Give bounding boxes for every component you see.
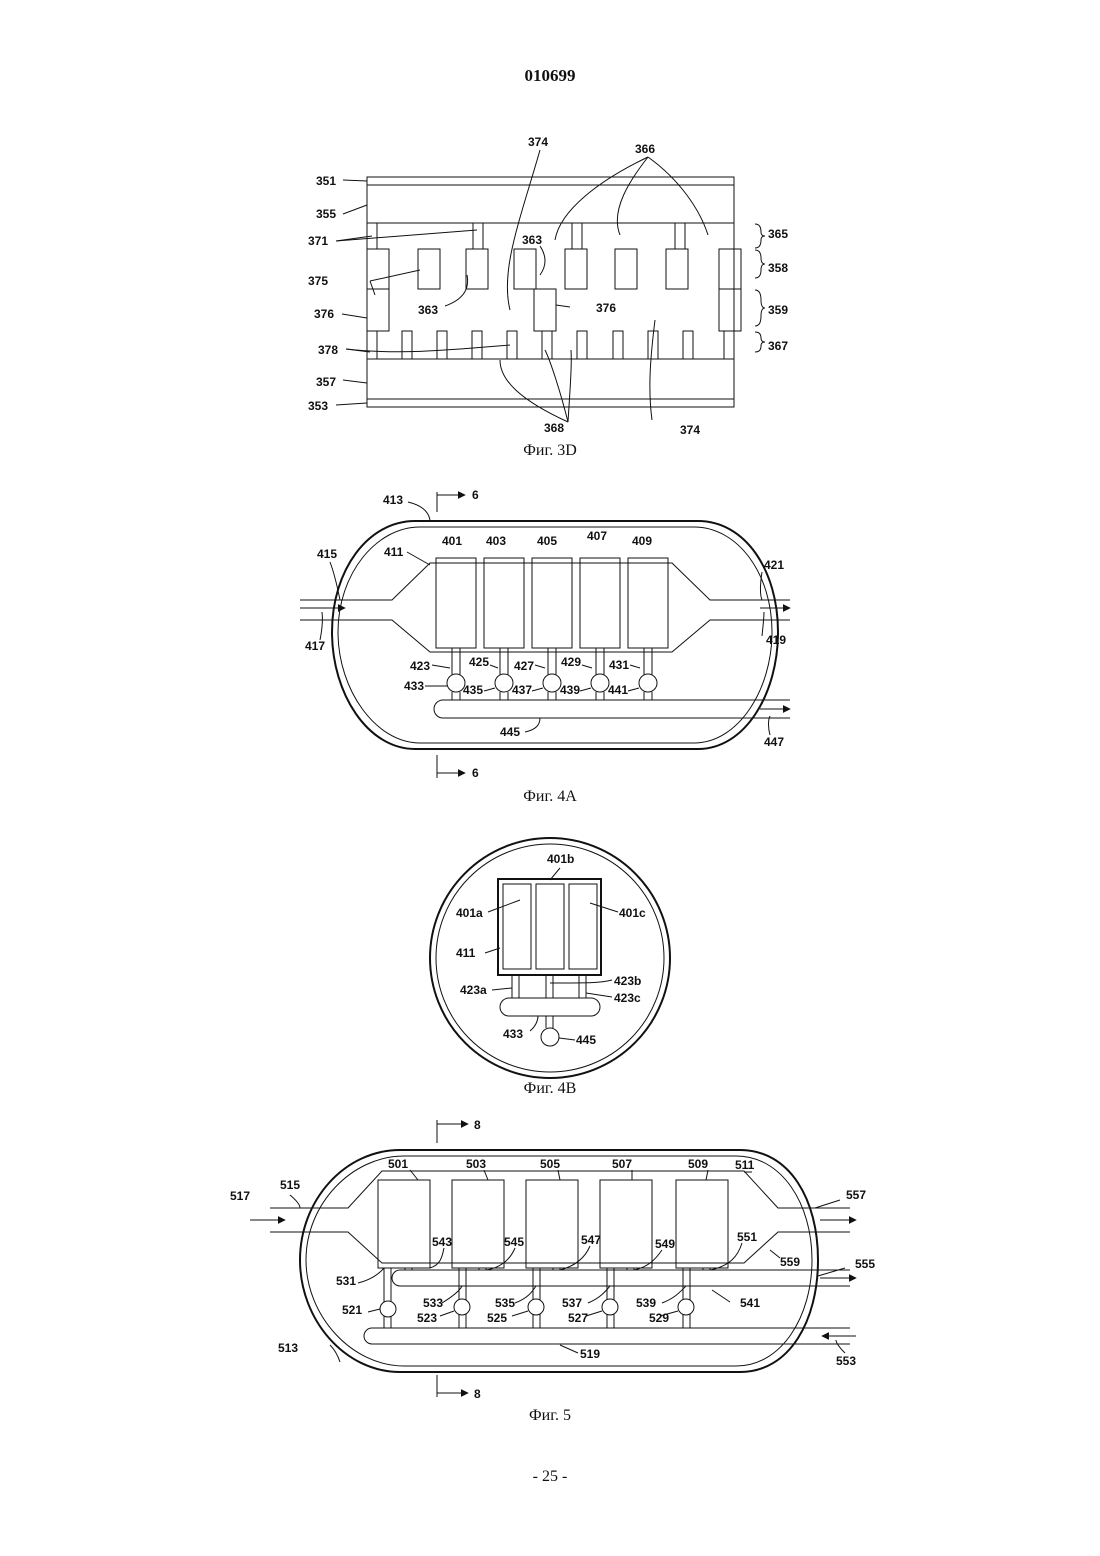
label-435: 435 — [463, 683, 483, 697]
label-375: 375 — [308, 274, 328, 288]
label-413: 413 — [383, 493, 403, 507]
label-417: 417 — [305, 639, 325, 653]
document-number: 010699 — [0, 66, 1100, 86]
label-437: 437 — [512, 683, 532, 697]
label-543: 543 — [432, 1235, 452, 1249]
label-531: 531 — [336, 1274, 356, 1288]
figure-4a-drawing: 413 6 411 401 403 405 407 409 415 421 41… — [0, 485, 1100, 785]
label-367: 367 — [768, 339, 788, 353]
label-433: 433 — [503, 1027, 523, 1041]
label-407: 407 — [587, 529, 607, 543]
fig3d-reference-labels: 374 366 351 355 371 363 365 375 358 363 … — [308, 135, 788, 437]
figure-caption-4a: Фиг. 4A — [0, 788, 1100, 806]
label-374-top: 374 — [528, 135, 548, 149]
label-529: 529 — [649, 1311, 669, 1325]
figure-caption-3d: Фиг. 3D — [0, 442, 1100, 460]
label-411: 411 — [384, 545, 404, 559]
label-6-top: 6 — [472, 488, 479, 502]
label-423b: 423b — [614, 974, 641, 988]
label-8-top: 8 — [474, 1118, 481, 1132]
label-353: 353 — [308, 399, 328, 413]
label-501: 501 — [388, 1157, 408, 1171]
label-513: 513 — [278, 1341, 298, 1355]
label-541: 541 — [740, 1296, 760, 1310]
label-363-upper: 363 — [522, 233, 542, 247]
label-358: 358 — [768, 261, 788, 275]
label-371: 371 — [308, 234, 328, 248]
label-537: 537 — [562, 1296, 582, 1310]
label-415: 415 — [317, 547, 337, 561]
label-411: 411 — [456, 946, 476, 960]
label-425: 425 — [469, 655, 489, 669]
label-403: 403 — [486, 534, 506, 548]
label-376-right: 376 — [596, 301, 616, 315]
page-number: - 25 - — [0, 1468, 1100, 1486]
label-378: 378 — [318, 343, 338, 357]
label-533: 533 — [423, 1296, 443, 1310]
label-511: 511 — [735, 1158, 755, 1172]
label-507: 507 — [612, 1157, 632, 1171]
fig4b-reference-labels: 401b 401a 401c 411 423b 423a 423c 433 44… — [456, 852, 646, 1047]
label-365: 365 — [768, 227, 788, 241]
label-557: 557 — [846, 1188, 866, 1202]
label-401c: 401c — [619, 906, 646, 920]
label-539: 539 — [636, 1296, 656, 1310]
label-363-lower: 363 — [418, 303, 438, 317]
label-376-left: 376 — [314, 307, 334, 321]
label-401: 401 — [442, 534, 462, 548]
label-366: 366 — [635, 142, 655, 156]
label-423a: 423a — [460, 983, 487, 997]
label-374-bottom: 374 — [680, 423, 700, 437]
label-421: 421 — [764, 558, 784, 572]
label-523: 523 — [417, 1311, 437, 1325]
label-355: 355 — [316, 207, 336, 221]
label-525: 525 — [487, 1311, 507, 1325]
label-545: 545 — [504, 1235, 524, 1249]
label-427: 427 — [514, 659, 534, 673]
label-547: 547 — [581, 1233, 601, 1247]
label-555: 555 — [855, 1257, 875, 1271]
label-519: 519 — [580, 1347, 600, 1361]
label-447: 447 — [764, 735, 784, 749]
label-423: 423 — [410, 659, 430, 673]
label-6-bottom: 6 — [472, 766, 479, 780]
label-509: 509 — [688, 1157, 708, 1171]
label-521: 521 — [342, 1303, 362, 1317]
label-409: 409 — [632, 534, 652, 548]
figure-caption-4b: Фиг. 4B — [0, 1080, 1100, 1098]
figure-caption-5: Фиг. 5 — [0, 1407, 1100, 1425]
label-559: 559 — [780, 1255, 800, 1269]
label-423c: 423c — [614, 991, 641, 1005]
label-357: 357 — [316, 375, 336, 389]
label-535: 535 — [495, 1296, 515, 1310]
label-553: 553 — [836, 1354, 856, 1368]
label-351: 351 — [316, 174, 336, 188]
label-431: 431 — [609, 658, 629, 672]
label-551: 551 — [737, 1230, 757, 1244]
label-439: 439 — [560, 683, 580, 697]
figure-4b-drawing: 401b 401a 401c 411 423b 423a 423c 433 44… — [0, 828, 1100, 1078]
label-419: 419 — [766, 633, 786, 647]
label-441: 441 — [608, 683, 628, 697]
label-8-bottom: 8 — [474, 1387, 481, 1401]
label-401b: 401b — [547, 852, 574, 866]
figure-3d-drawing: 374 366 351 355 371 363 365 375 358 363 … — [0, 130, 1100, 430]
label-515: 515 — [280, 1178, 300, 1192]
label-429: 429 — [561, 655, 581, 669]
label-505: 505 — [540, 1157, 560, 1171]
label-368: 368 — [544, 421, 564, 435]
label-549: 549 — [655, 1237, 675, 1251]
label-433: 433 — [404, 679, 424, 693]
label-503: 503 — [466, 1157, 486, 1171]
label-527: 527 — [568, 1311, 588, 1325]
figure-5-drawing: 8 501 503 505 507 509 511 517 515 557 54… — [0, 1112, 1100, 1402]
label-517: 517 — [230, 1189, 250, 1203]
label-445: 445 — [576, 1033, 596, 1047]
label-401a: 401a — [456, 906, 483, 920]
label-405: 405 — [537, 534, 557, 548]
label-359: 359 — [768, 303, 788, 317]
label-445: 445 — [500, 725, 520, 739]
